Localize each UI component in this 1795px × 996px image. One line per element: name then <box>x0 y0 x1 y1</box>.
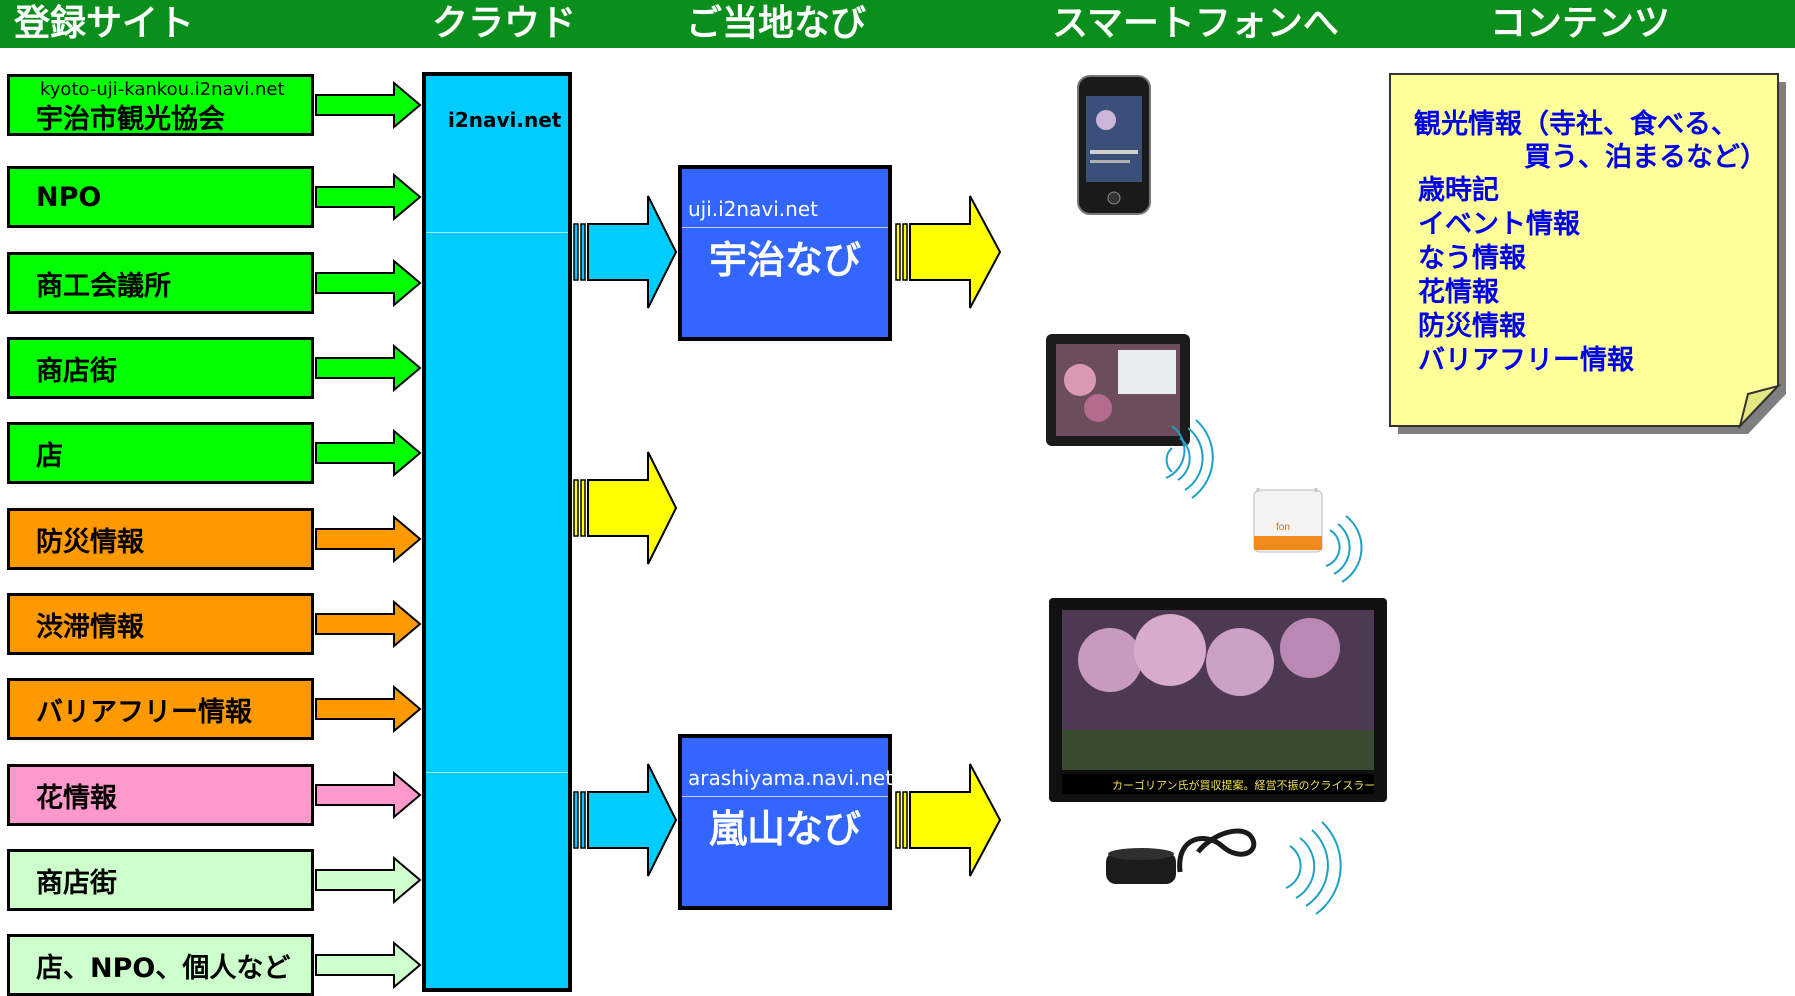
arrow-cloud-yellow <box>573 451 678 565</box>
source-arrow <box>315 599 422 649</box>
navi-name: 嵐山なび <box>708 807 861 851</box>
source-label: NPO <box>36 181 102 213</box>
source-arrow <box>315 514 422 564</box>
source-sublabel: kyoto-uji-kankou.i2navi.net <box>40 79 285 100</box>
cloud-bar <box>422 72 572 992</box>
source-box-others: 店、NPO、個人など <box>7 934 314 996</box>
note-line: 歳時記 <box>1418 175 1499 206</box>
source-box-barrier-free: バリアフリー情報 <box>7 678 314 740</box>
source-label: 商工会議所 <box>36 270 171 302</box>
navi-name: 宇治なび <box>708 238 861 282</box>
source-label: 商店街 <box>36 355 117 387</box>
navi-url: arashiyama.navi.net <box>688 766 894 790</box>
header-sources: 登録サイト <box>14 3 195 44</box>
source-label: 花情報 <box>36 782 117 814</box>
wifi-waves-router <box>1325 515 1363 583</box>
source-label: 商店街 <box>36 867 117 899</box>
cloud-divider <box>426 232 568 233</box>
source-label: 宇治市観光協会 <box>36 103 225 135</box>
header-smartphone: スマートフォンへ <box>1052 3 1339 44</box>
source-label: 店 <box>36 440 63 472</box>
hdmi-cable-image <box>1177 828 1257 873</box>
arrow-arashiyama-to-devices <box>895 763 1002 877</box>
source-arrow <box>315 684 422 734</box>
tv-caption: カーゴリアン氏が買収提案。経営不振のクライスラー <box>1112 778 1375 792</box>
source-arrow <box>315 770 422 820</box>
source-box-disaster: 防災情報 <box>7 508 314 570</box>
source-arrow <box>315 940 422 990</box>
note-line: 花情報 <box>1418 277 1499 308</box>
source-box-chamber: 商工会議所 <box>7 252 314 314</box>
source-label: 防災情報 <box>36 526 144 558</box>
note-line: 防災情報 <box>1418 311 1526 342</box>
source-box-flower: 花情報 <box>7 764 314 826</box>
header-local-navi: ご当地なび <box>686 3 867 44</box>
cloud-divider <box>426 772 568 773</box>
header-bar: 登録サイト クラウド ご当地なび スマートフォンへ コンテンツ <box>0 0 1795 48</box>
source-box-uji-tourism: kyoto-uji-kankou.i2navi.net 宇治市観光協会 <box>7 74 314 136</box>
arrow-uji-to-devices <box>895 195 1002 309</box>
source-label: 店、NPO、個人など <box>36 952 291 984</box>
note-line: 観光情報（寺社、食べる、 <box>1414 109 1738 140</box>
note-line: なう情報 <box>1418 243 1526 274</box>
header-contents: コンテンツ <box>1490 3 1671 44</box>
source-arrow <box>315 258 422 308</box>
source-arrow <box>315 80 422 130</box>
arrow-cloud-to-uji <box>573 195 678 309</box>
source-arrow <box>315 855 422 905</box>
note-line: 買う、泊まるなど） <box>1524 142 1767 173</box>
contents-note-text: 観光情報（寺社、食べる、 買う、泊まるなど） 歳時記 イベント情報 なう情報 花… <box>1390 72 1778 437</box>
source-box-shopping-street-2: 商店街 <box>7 849 314 911</box>
note-line: バリアフリー情報 <box>1418 345 1634 376</box>
navi-box-arashiyama: arashiyama.navi.net 嵐山なび <box>678 734 894 910</box>
cloud-label: i2navi.net <box>448 108 562 132</box>
source-arrow <box>315 343 422 393</box>
source-label: 渋滞情報 <box>36 611 144 643</box>
source-arrow <box>315 172 422 222</box>
source-box-traffic: 渋滞情報 <box>7 593 314 655</box>
source-box-shopping-street: 商店街 <box>7 337 314 399</box>
arrow-cloud-to-arashiyama <box>573 763 678 877</box>
tablet-image <box>1046 334 1190 446</box>
tv-image: カーゴリアン氏が買収提案。経営不振のクライスラー <box>1049 598 1387 802</box>
navi-url: uji.i2navi.net <box>688 197 818 221</box>
wifi-waves-tv <box>1285 821 1342 915</box>
source-box-npo: NPO <box>7 166 314 228</box>
smartphone-image <box>1077 75 1151 215</box>
router-logo: fon <box>1276 522 1290 533</box>
contents-note <box>1389 73 1786 434</box>
note-line: イベント情報 <box>1418 209 1580 240</box>
navi-divider <box>682 227 888 228</box>
settop-box-image <box>1106 848 1176 884</box>
router-image: fon <box>1253 488 1323 553</box>
source-arrow <box>315 428 422 478</box>
header-cloud: クラウド <box>432 3 577 44</box>
navi-box-uji: uji.i2navi.net 宇治なび <box>678 165 892 341</box>
source-arrows <box>315 80 422 990</box>
source-label: バリアフリー情報 <box>36 696 252 728</box>
wifi-waves-tablet <box>1165 419 1214 499</box>
source-box-shop: 店 <box>7 422 314 484</box>
navi-divider <box>682 796 888 797</box>
